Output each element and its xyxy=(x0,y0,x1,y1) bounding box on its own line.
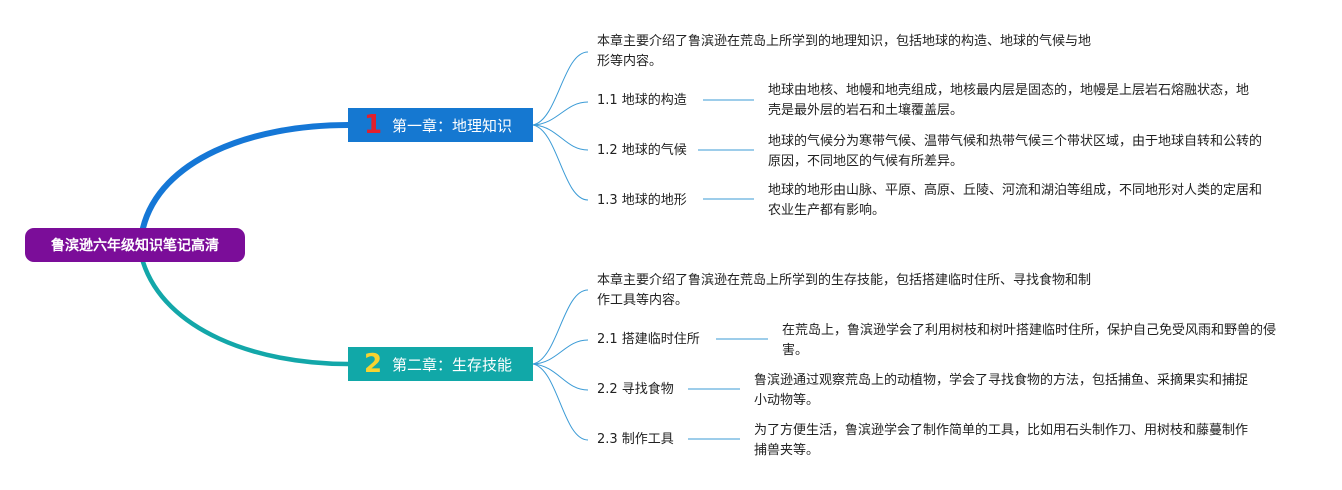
section-2-1-label: 2.1 搭建临时住所 xyxy=(597,332,700,347)
leaf-line-ch1-s2 xyxy=(532,124,589,151)
chapter-1-node[interactable]: 1 第一章：地理知识 xyxy=(348,108,533,142)
section-1-1-detail: 地球由地核、地幔和地壳组成，地核最内层是固态的，地幔是上层岩石熔融状态，地壳是最… xyxy=(768,83,1250,118)
leaf-line-ch1-summary xyxy=(532,51,589,126)
section-1-3-detail: 地球的地形由山脉、平原、高原、丘陵、河流和湖泊等组成，不同地形对人类的定居和农业… xyxy=(768,183,1263,218)
section-1-3-label: 1.3 地球的地形 xyxy=(597,193,687,208)
section-2-3-detail: 为了方便生活，鲁滨逊学会了制作简单的工具，比如用石头制作刀、用树枝和藤蔓制作捕兽… xyxy=(754,423,1249,458)
leaf-line-ch2-s1 xyxy=(532,339,589,365)
section-2-1-detail: 在荒岛上，鲁滨逊学会了利用树枝和树叶搭建临时住所，保护自己免受风雨和野兽的侵害。 xyxy=(782,323,1277,358)
leaf-line-ch2-s3 xyxy=(532,363,589,441)
chapter-1-number: 1 xyxy=(363,110,383,140)
chapter-2-title: 第二章：生存技能 xyxy=(392,355,513,374)
section-1-2-label: 1.2 地球的气候 xyxy=(597,143,687,158)
section-2-2-label: 2.2 寻找食物 xyxy=(597,382,674,397)
branch-line-chapter-1 xyxy=(140,122,351,231)
root-node[interactable]: 鲁滨逊六年级知识笔记高清 xyxy=(25,228,245,262)
leaf-line-ch2-s2 xyxy=(532,363,589,391)
section-2-3-label: 2.3 制作工具 xyxy=(597,432,674,447)
branch-line-chapter-2 xyxy=(140,259,351,367)
chapter-1-title: 第一章：地理知识 xyxy=(392,116,513,135)
leaf-line-ch1-s3 xyxy=(532,124,589,201)
chapter-2-number: 2 xyxy=(363,349,383,379)
root-title: 鲁滨逊六年级知识笔记高清 xyxy=(51,238,219,254)
leaf-line-ch2-summary xyxy=(532,289,589,365)
chapter-2-summary: 本章主要介绍了鲁滨逊在荒岛上所学到的生存技能，包括搭建临时住所、寻找食物和制作工… xyxy=(597,273,1092,308)
section-2-2-detail: 鲁滨逊通过观察荒岛上的动植物，学会了寻找食物的方法，包括捕鱼、采摘果实和捕捉小动… xyxy=(754,373,1249,408)
leaf-line-ch1-s1 xyxy=(532,101,589,126)
section-1-2-detail: 地球的气候分为寒带气候、温带气候和热带气候三个带状区域，由于地球自转和公转的原因… xyxy=(768,134,1263,169)
chapter-2-node[interactable]: 2 第二章：生存技能 xyxy=(348,347,533,381)
section-1-1-label: 1.1 地球的构造 xyxy=(597,93,687,108)
chapter-1-summary: 本章主要介绍了鲁滨逊在荒岛上所学到的地理知识，包括地球的构造、地球的气候与地形等… xyxy=(597,34,1092,69)
